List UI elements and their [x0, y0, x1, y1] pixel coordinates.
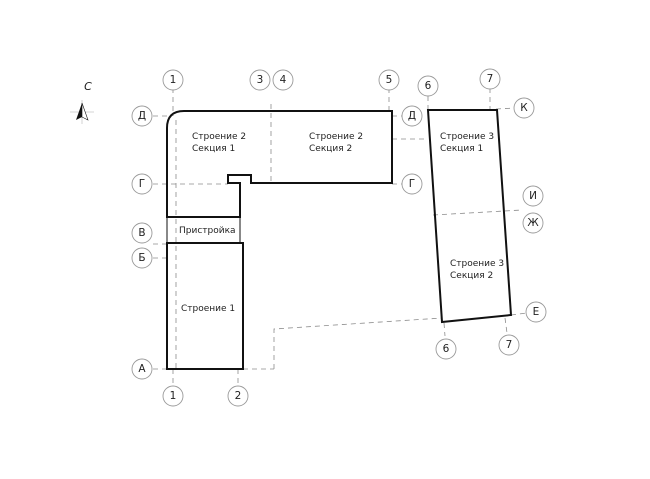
svg-text:Г: Г [139, 178, 145, 190]
svg-text:К: К [520, 102, 528, 114]
buildings [166, 109, 513, 370]
axis-bottom-2: 2 [227, 385, 249, 407]
axis-left-b: Б [131, 247, 153, 269]
svg-text:Д: Д [408, 110, 416, 122]
building-labels: Строение 2 Секция 1 Строение 2 Секция 2 … [179, 132, 504, 314]
svg-text:5: 5 [386, 74, 393, 86]
svg-text:7: 7 [506, 339, 513, 351]
building-3-outline [426, 109, 513, 324]
grid-line-e [510, 312, 528, 316]
grid-line-7-bottom [504, 317, 508, 334]
axis-right-e: Е [525, 301, 547, 323]
grid-line-6-bottom [443, 322, 446, 337]
grid-lines [153, 88, 528, 384]
b3s2-label-line2: Секция 2 [450, 271, 493, 281]
axis-left-g: Г [131, 173, 153, 195]
north-letter: С [84, 80, 92, 93]
b3s2-label-line1: Строение 3 [450, 259, 504, 269]
axis-top-4: 4 [272, 69, 294, 91]
svg-text:6: 6 [425, 80, 432, 92]
north-arrow-icon [76, 103, 82, 120]
axis-bubbles: 1 3 4 5 6 7 1 2 6 7 Д Г В Б А Д Г К И Ж … [131, 68, 547, 407]
grid-line-i-zh [432, 209, 523, 216]
axis-mid-d: Д [401, 105, 423, 127]
svg-text:3: 3 [257, 74, 264, 86]
axis-top-3: 3 [249, 69, 271, 91]
building-2-outline [166, 110, 393, 218]
axis-bottom-6: 6 [435, 338, 457, 360]
grid-line-site-boundary [273, 317, 443, 369]
annex-label: Пристройка [179, 226, 236, 236]
svg-text:В: В [138, 227, 145, 239]
axis-left-v: В [131, 222, 153, 244]
svg-text:Г: Г [409, 178, 415, 190]
axis-left-a: А [131, 358, 153, 380]
svg-text:Е: Е [533, 306, 540, 318]
svg-text:6: 6 [443, 343, 450, 355]
b2s1-label-line1: Строение 2 [192, 132, 246, 142]
axis-left-d: Д [131, 105, 153, 127]
svg-text:И: И [529, 190, 537, 202]
svg-text:1: 1 [170, 390, 177, 402]
north-arrow: С [70, 80, 94, 124]
svg-text:Д: Д [138, 110, 146, 122]
axis-top-7: 7 [479, 68, 501, 90]
b2s2-label-line1: Строение 2 [309, 132, 363, 142]
axis-right-k: К [513, 97, 535, 119]
grid-line-k [495, 107, 517, 110]
b2s1-label-line2: Секция 1 [192, 144, 235, 154]
svg-text:2: 2 [235, 390, 242, 402]
svg-text:4: 4 [280, 74, 287, 86]
axis-bottom-7: 7 [498, 334, 520, 356]
axis-top-5: 5 [378, 69, 400, 91]
axis-top-1: 1 [162, 69, 184, 91]
axis-right-i: И [522, 185, 544, 207]
svg-text:А: А [138, 363, 146, 375]
axis-top-6: 6 [417, 75, 439, 97]
svg-text:Б: Б [138, 252, 145, 264]
building-1-outline [166, 242, 244, 370]
north-arrow-outline [81, 102, 89, 121]
axis-mid-g: Г [401, 173, 423, 195]
axis-right-zh: Ж [522, 212, 544, 234]
b1-label: Строение 1 [181, 304, 235, 314]
svg-text:1: 1 [170, 74, 177, 86]
svg-text:7: 7 [487, 73, 494, 85]
svg-text:Ж: Ж [527, 217, 539, 229]
b2s2-label-line2: Секция 2 [309, 144, 352, 154]
b3s1-label-line1: Строение 3 [440, 132, 494, 142]
axis-bottom-1: 1 [162, 385, 184, 407]
b3s1-label-line2: Секция 1 [440, 144, 483, 154]
